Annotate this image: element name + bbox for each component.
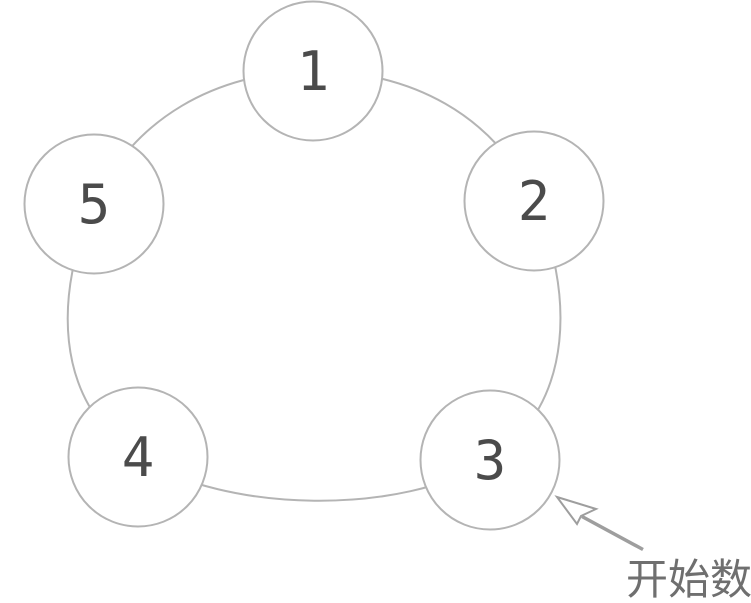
node-5: 5 [23, 133, 165, 275]
node-3-circle [419, 389, 561, 531]
node-1-circle [242, 0, 384, 142]
start-arrow-head-icon [554, 495, 599, 526]
node-5-circle [23, 133, 165, 275]
node-4-label: 4 [122, 426, 155, 489]
node-1-label: 1 [297, 40, 330, 103]
node-4-circle [67, 386, 209, 528]
start-arrow [554, 495, 644, 552]
node-3: 3 [419, 389, 561, 531]
start-annotation-label: 开始数 [626, 555, 751, 603]
node-2: 2 [463, 130, 605, 272]
node-2-label: 2 [518, 170, 551, 233]
node-1: 1 [242, 0, 384, 142]
node-5-label: 5 [78, 173, 111, 236]
node-3-label: 3 [474, 429, 507, 492]
node-2-circle [463, 130, 605, 272]
start-arrow-shaft [581, 514, 644, 552]
node-4: 4 [67, 386, 209, 528]
